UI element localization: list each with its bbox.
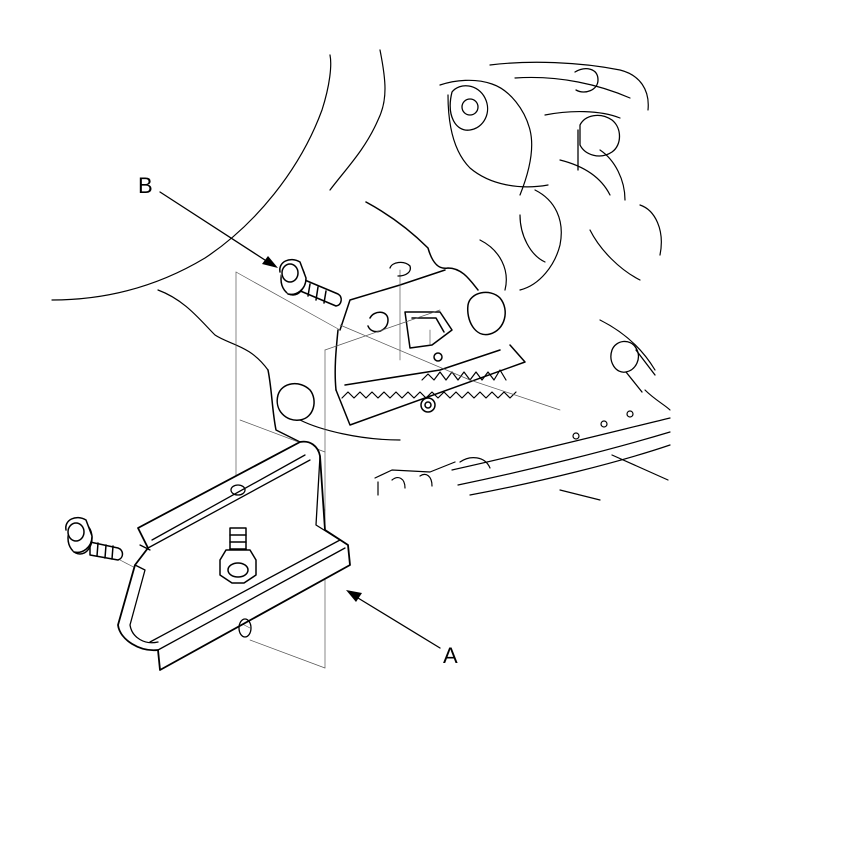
- bolt-center: [219, 527, 257, 584]
- housing-boss-right: [610, 340, 656, 393]
- bolt-left: [65, 516, 124, 561]
- bolt-b: [279, 258, 342, 307]
- housing-boss-upper: [449, 68, 621, 171]
- leader-line-b: [159, 191, 278, 268]
- gear-bracket: [267, 201, 526, 443]
- mount-hole-upper: [389, 261, 412, 277]
- splash-guard-details: [129, 454, 346, 651]
- transmission-housing: [51, 49, 671, 501]
- callout-label-b: B: [138, 173, 153, 198]
- callout-label-a: A: [443, 643, 458, 668]
- leader-line-a: [346, 590, 441, 649]
